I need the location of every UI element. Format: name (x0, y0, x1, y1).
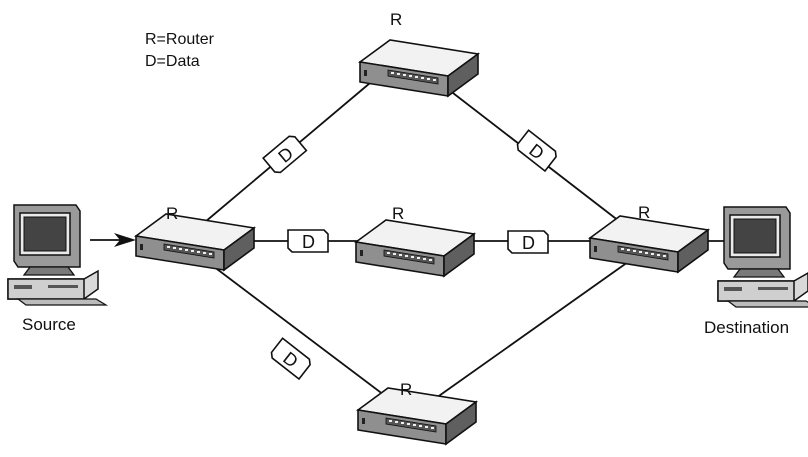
router-middle-label: R (392, 204, 404, 223)
desktop-computer-icon (7, 204, 107, 306)
router-icon (355, 219, 475, 277)
legend-router: R=Router (145, 31, 215, 48)
router-icon (359, 39, 479, 97)
packet-upper-right: D (516, 129, 557, 173)
router-left-label: R (166, 204, 178, 223)
packet-label: D (522, 233, 535, 253)
data-packet-icon (270, 337, 311, 381)
router-top: R (359, 10, 479, 97)
router-icon (135, 213, 255, 271)
legend-data: D=Data (145, 53, 200, 70)
router-left: R (135, 204, 255, 271)
router-top-label: R (390, 10, 402, 29)
data-packet-icon (262, 135, 308, 174)
router-right-label: R (638, 203, 650, 222)
data-packet-icon (287, 229, 329, 253)
packet-middle-right: D (507, 230, 549, 254)
packet-upper-left: D (262, 135, 308, 174)
destination-label: Destination (704, 318, 789, 337)
packet-middle-left: D (287, 229, 329, 253)
data-packet-icon (516, 129, 557, 173)
router-right: R (589, 203, 709, 273)
router-icon (357, 387, 477, 445)
router-bottom: R (357, 380, 477, 445)
router-middle: R (355, 204, 475, 277)
arrow-icon (114, 233, 136, 247)
data-packet-icon (507, 230, 549, 254)
source-label: Source (22, 315, 76, 334)
router-icon (589, 215, 709, 273)
destination-computer: Destination (704, 206, 808, 337)
link-bottom-right (435, 261, 629, 399)
router-bottom-label: R (400, 380, 412, 399)
link-left-bottom (204, 259, 389, 399)
desktop-computer-icon (717, 206, 808, 308)
packet-lower-left: D (270, 337, 311, 381)
source-computer: Source (7, 204, 107, 334)
packet-label: D (302, 232, 315, 252)
